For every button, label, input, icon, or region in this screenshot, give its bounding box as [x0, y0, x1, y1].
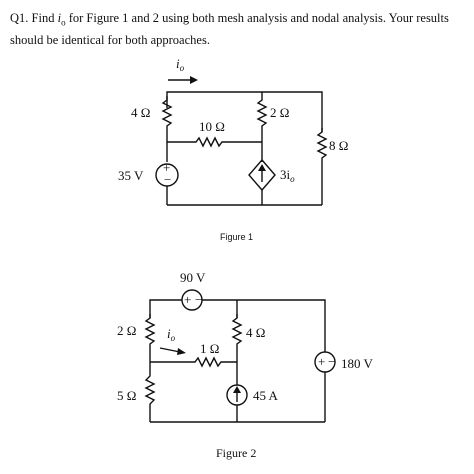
fig1-label-35v: 35 V: [118, 168, 144, 183]
fig2-resistor-4: [231, 314, 243, 362]
question-variable-sub: o: [61, 17, 66, 28]
question-text: Q1. Find io for Figure 1 and 2 using bot…: [10, 10, 470, 49]
fig2-label-4ohm: 4 Ω: [246, 325, 265, 340]
fig1-resistor-8: [316, 128, 328, 205]
question-suffix: for Figure 1 and 2 using both mesh analy…: [10, 11, 449, 47]
svg-text:+: +: [184, 292, 191, 307]
question-variable: i: [57, 11, 62, 25]
svg-text:+: +: [163, 160, 170, 175]
io-arrow-2: [159, 347, 181, 353]
fig1-label-8ohm: 8 Ω: [329, 138, 348, 153]
fig2-label-180v: 180 V: [341, 356, 374, 371]
svg-text:+: +: [318, 354, 325, 369]
io-arrowhead-1: [190, 76, 198, 84]
fig2-label-45a: 45 A: [253, 388, 279, 403]
fig1-resistor-10: [167, 136, 262, 148]
fig1-label-4ohm: 4 Ω: [131, 105, 150, 120]
figure-1: io 4 Ω 2 Ω 8 Ω 10 Ω + − 35 V 3io Figure: [118, 56, 348, 242]
svg-text:−: −: [164, 172, 171, 187]
svg-text:−: −: [328, 354, 335, 369]
svg-text:−: −: [195, 292, 202, 307]
fig2-label-1ohm: 1 Ω: [200, 341, 219, 356]
fig1-top-wire: [166, 91, 323, 132]
question-prefix: Q1. Find: [10, 11, 58, 25]
fig2-current-label: io: [167, 326, 176, 343]
fig2-label-2ohm: 2 Ω: [117, 323, 136, 338]
fig1-label-10ohm: 10 Ω: [199, 119, 225, 134]
fig2-label-5ohm: 5 Ω: [117, 388, 136, 403]
fig2-isrc-arrow: [233, 386, 241, 393]
figure-2: 90 V + − 2 Ω 4 Ω io 1 Ω 5 Ω 45 A +: [117, 270, 374, 460]
fig1-resistor-4: [161, 96, 173, 140]
fig2-resistor-1: [150, 356, 237, 368]
fig1-current-label: io: [176, 56, 185, 73]
fig1-resistor-2: [256, 96, 268, 140]
figure2-caption: Figure 2: [216, 446, 256, 460]
fig2-resistor-5: [144, 362, 156, 422]
io-arrowhead-2: [177, 348, 186, 355]
fig1-dep-arrow: [258, 164, 266, 171]
fig1-label-2ohm: 2 Ω: [270, 105, 289, 120]
fig2-resistor-2: [144, 314, 156, 362]
fig2-top-left-wire: [149, 299, 182, 318]
figure1-caption: Figure 1: [220, 232, 253, 242]
fig2-top-right-wire: [202, 299, 326, 352]
fig2-label-90v: 90 V: [180, 270, 206, 285]
fig1-label-3io: 3io: [280, 167, 295, 184]
